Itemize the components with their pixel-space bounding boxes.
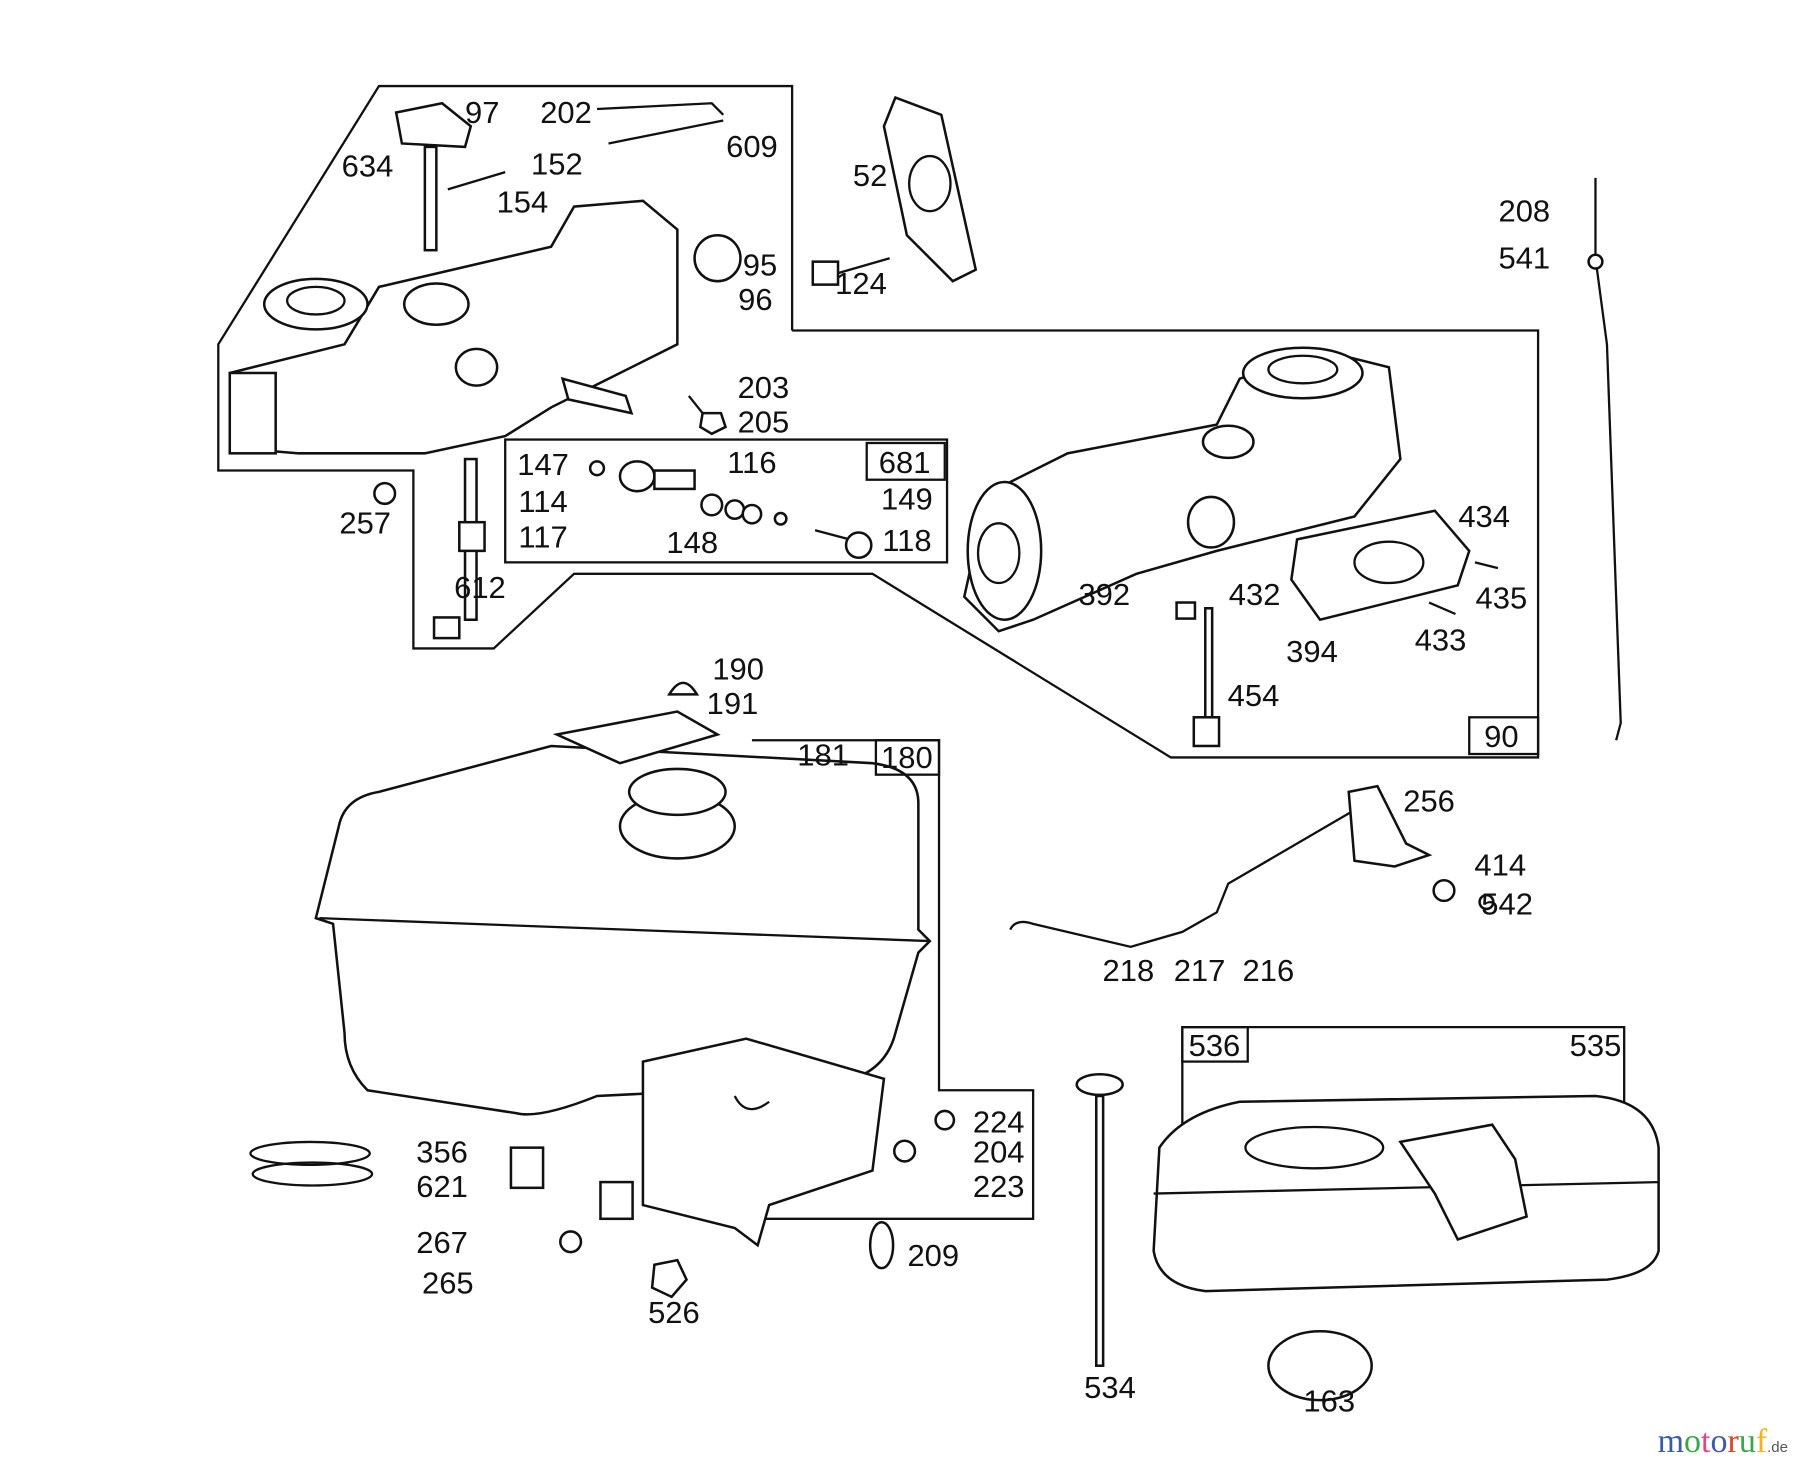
label-224: 224 [973, 1105, 1025, 1140]
label-414: 414 [1474, 848, 1526, 883]
label-609: 609 [726, 129, 778, 164]
fuel-tank [249, 681, 956, 1299]
label-97: 97 [465, 95, 499, 130]
label-117: 117 [518, 519, 567, 554]
label-190: 190 [712, 651, 764, 686]
label-681: 681 [879, 445, 931, 480]
carburetor-upper [228, 95, 978, 640]
label-154: 154 [497, 184, 549, 219]
label-257: 257 [339, 506, 391, 541]
label-432: 432 [1229, 577, 1281, 612]
label-217: 217 [1174, 953, 1226, 988]
label-216: 216 [1243, 953, 1295, 988]
carburetor-group-outline [217, 84, 1540, 759]
label-148: 148 [666, 525, 718, 560]
label-541: 541 [1498, 241, 1550, 276]
label-209: 209 [907, 1238, 959, 1273]
label-149: 149 [881, 482, 933, 517]
label-535: 535 [1570, 1028, 1622, 1063]
carburetor-lower [962, 346, 1499, 748]
label-208: 208 [1498, 193, 1550, 228]
label-203: 203 [738, 370, 790, 405]
callout-labels: 97 202 609 634 152 154 52 95 96 124 208 … [339, 95, 1621, 1419]
label-191: 191 [707, 686, 759, 721]
motoruf-watermark: motoruf.de [1658, 1423, 1788, 1461]
label-218: 218 [1103, 953, 1155, 988]
label-116: 116 [727, 445, 776, 480]
watermark-suffix: .de [1767, 1439, 1788, 1456]
label-392: 392 [1078, 577, 1130, 612]
label-394: 394 [1286, 634, 1338, 669]
kit-681-parts [588, 460, 873, 560]
label-542: 542 [1481, 887, 1533, 922]
label-96: 96 [738, 282, 772, 317]
label-90: 90 [1484, 719, 1518, 754]
label-612: 612 [454, 570, 506, 605]
label-526: 526 [648, 1295, 700, 1330]
label-118: 118 [882, 523, 931, 558]
label-256: 256 [1403, 783, 1455, 818]
label-163: 163 [1303, 1384, 1355, 1419]
label-205: 205 [738, 405, 790, 440]
label-204: 204 [973, 1135, 1025, 1170]
label-634: 634 [342, 149, 394, 184]
label-114: 114 [518, 484, 567, 519]
label-621: 621 [416, 1169, 468, 1204]
label-536: 536 [1189, 1028, 1241, 1063]
label-435: 435 [1476, 580, 1528, 615]
label-95: 95 [743, 247, 777, 282]
label-202: 202 [540, 95, 592, 130]
label-152: 152 [531, 146, 583, 181]
label-223: 223 [973, 1169, 1025, 1204]
governor-link [1009, 784, 1495, 949]
label-534: 534 [1084, 1370, 1136, 1405]
label-356: 356 [416, 1135, 468, 1170]
label-433: 433 [1415, 623, 1467, 658]
dipstick-tube [1587, 177, 1622, 741]
label-52: 52 [853, 158, 887, 193]
label-124: 124 [835, 266, 887, 301]
label-454: 454 [1228, 678, 1280, 713]
label-265: 265 [422, 1265, 474, 1300]
label-434: 434 [1458, 499, 1510, 534]
watermark-text: motoruf [1657, 1423, 1768, 1460]
air-cleaner [1075, 1072, 1660, 1402]
label-181: 181 [797, 737, 849, 772]
label-147: 147 [517, 447, 569, 482]
kit-681-box [504, 438, 949, 564]
label-180: 180 [881, 740, 933, 775]
label-267: 267 [416, 1225, 468, 1260]
